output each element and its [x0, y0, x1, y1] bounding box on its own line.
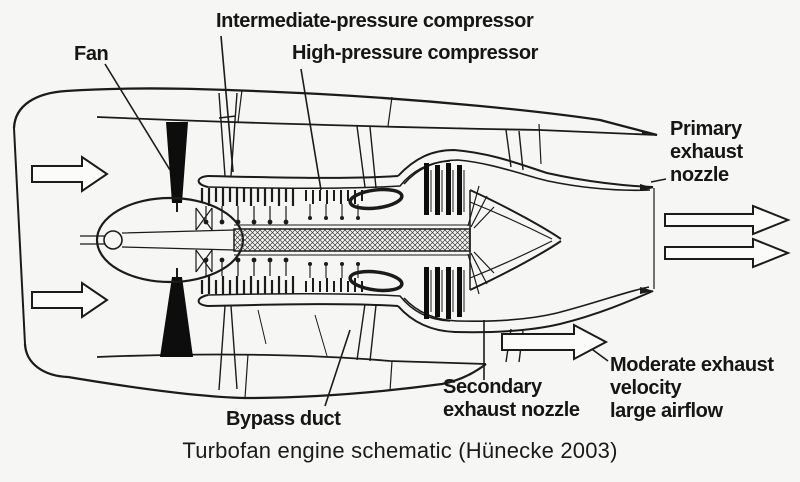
label-moderate-exhaust-velocity: Moderate exhaust velocity large airflow — [610, 354, 774, 422]
bypass-duct-struts — [218, 92, 524, 391]
exhaust-cone — [469, 189, 562, 291]
label-intermediate-pressure-compressor: Intermediate-pressure compressor — [216, 10, 534, 32]
label-secondary-exhaust-nozzle: Secondary exhaust nozzle — [443, 376, 580, 421]
primary-nozzle-bottom-lip — [640, 287, 654, 294]
label-bypass-duct: Bypass duct — [226, 408, 341, 430]
combustion-chamber — [348, 187, 404, 293]
intermediate-pressure-compressor-blades — [200, 188, 295, 294]
primary-exhaust-arrow-top — [664, 204, 791, 236]
figure-caption: Turbofan engine schematic (Hünecke 2003) — [182, 438, 618, 463]
bypass-exhaust-arrow — [501, 323, 609, 361]
primary-exhaust-arrow-bottom — [664, 237, 791, 269]
shaft-bearings — [195, 207, 213, 273]
leader-lines — [104, 35, 667, 407]
label-high-pressure-compressor: High-pressure compressor — [292, 42, 539, 64]
inlet-airflow-arrow-bottom — [31, 281, 109, 319]
engine-shaft — [233, 224, 471, 256]
turbine-blades — [424, 163, 495, 319]
primary-nozzle-top-lip — [640, 184, 654, 191]
label-primary-exhaust-nozzle: Primary exhaust nozzle — [670, 118, 743, 186]
inlet-airflow-arrow-top — [31, 155, 109, 193]
label-fan: Fan — [74, 43, 109, 65]
bypass-nozzle-top-trailing-edge — [642, 130, 658, 135]
high-pressure-compressor-blades — [305, 190, 363, 292]
fan-blades — [160, 122, 193, 357]
spinner — [80, 196, 245, 284]
nacelle-outline — [12, 87, 658, 400]
